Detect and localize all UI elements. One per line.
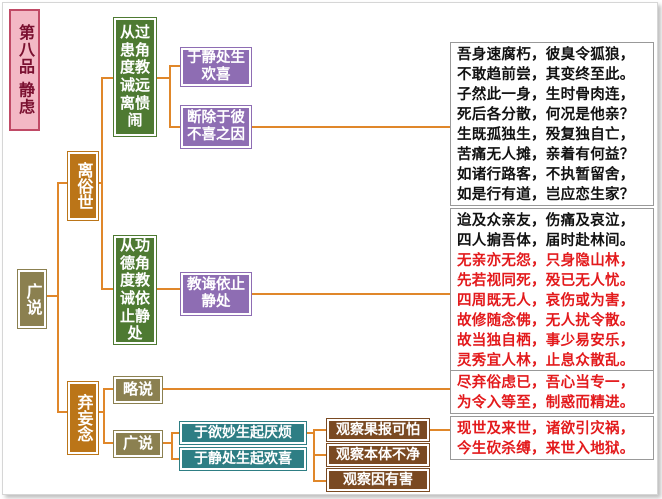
verse-line-highlight: 现世及来世，诸欲引灾祸， xyxy=(457,421,635,437)
verse-line: 迨及众亲友，伤痛及哀泣， xyxy=(457,213,635,229)
verse-line: 吾身速腐朽，彼臭令狐狼， xyxy=(457,47,635,63)
node-zhuanjiao-1: 从过患角度教诫远离愦闹 xyxy=(113,17,157,137)
node-lisu: 离俗世 xyxy=(67,151,99,221)
verse-line: 子然此一身，生时骨肉连， xyxy=(457,87,635,103)
node-duanchu: 断除于彼不喜之因 xyxy=(180,105,252,149)
verse-line: 生既孤独生，殁复独自亡， xyxy=(457,127,635,143)
verse-line: 死后各分散，何况是他亲？ xyxy=(457,107,635,123)
node-guoqing-2-label: 观察本体不净 xyxy=(336,446,420,463)
verse-line-highlight: 四周既无人，哀伤或为害， xyxy=(457,293,635,309)
node-guangshuo-2: 广说 xyxy=(113,430,163,458)
verse-line-highlight: 先若视同死，殁已无人忧。 xyxy=(457,273,635,289)
node-lisu-label: 离俗世 xyxy=(74,162,94,210)
verse-line: 如诸行路客，不执暂留舍， xyxy=(457,167,635,183)
node-jingchu-huanxi: 于静处生欢喜 xyxy=(180,47,252,87)
verse-line-highlight: 故当独自栖，事少易安乐， xyxy=(457,333,635,349)
verse-line: 不敢趋前尝，其变终至此。 xyxy=(457,67,635,83)
chapter-title: 第八品 静虑 xyxy=(9,9,40,131)
node-lueshuo: 略说 xyxy=(113,376,163,404)
verse-line-highlight: 故修随念佛，无人扰令散。 xyxy=(457,313,635,329)
node-jiaohui: 教诲依止静处 xyxy=(180,272,252,316)
verse-line-highlight: 今生砍杀缚，来世入地狱。 xyxy=(457,441,635,457)
verse-line: 如是行有道，岂应恋生家？ xyxy=(457,187,635,203)
node-guangshuo-2-label: 广说 xyxy=(122,434,153,453)
verse-line-highlight: 灵秀宜人林，止息众散乱。 xyxy=(457,353,635,369)
node-zhuanjiao-1-label: 从过患角度教诫远离愦闹 xyxy=(119,22,150,130)
node-guoqing-1: 观察果报可怕 xyxy=(326,418,430,442)
node-guangshuo-label: 广说 xyxy=(23,283,43,315)
node-qiwang: 弃妄念 xyxy=(67,381,99,455)
node-jingchu-huanxi-2-label: 于静处生起欢喜 xyxy=(194,450,292,467)
verse-block-4: 现世及来世，诸欲引灾祸， 今生砍杀缚，来世入地狱。 xyxy=(450,416,654,460)
verse-line-highlight: 无亲亦无怨，只身隐山林， xyxy=(457,253,635,269)
node-miaosheng: 于欲妙生起厌烦 xyxy=(179,421,307,445)
node-jingchu-huanxi-2: 于静处生起欢喜 xyxy=(179,447,307,471)
chapter-title-text: 第八品 静虑 xyxy=(15,24,35,116)
node-guoqing-3: 观察因有害 xyxy=(326,468,430,492)
node-qiwang-label: 弃妄念 xyxy=(74,394,94,442)
node-guoqing-3-label: 观察因有害 xyxy=(343,471,413,488)
node-guoqing-1-label: 观察果报可怕 xyxy=(336,421,420,438)
verse-line: 四人掮吾体，届时赴林间。 xyxy=(457,233,635,249)
node-zhuanjiao-2-label: 从功德角度教诫依止静处 xyxy=(119,235,150,343)
node-jingchu-huanxi-label: 于静处生欢喜 xyxy=(187,49,245,83)
verse-line-highlight: 尽弃俗虑已，吾心当专一， xyxy=(457,375,635,391)
node-zhuanjiao-2: 从功德角度教诫依止静处 xyxy=(113,235,157,345)
node-miaosheng-label: 于欲妙生起厌烦 xyxy=(194,424,292,441)
verse-line-highlight: 为令入等至，制惑而精进。 xyxy=(457,395,635,411)
node-duanchu-label: 断除于彼不喜之因 xyxy=(187,109,245,143)
verse-block-3: 尽弃俗虑已，吾心当专一， 为令入等至，制惑而精进。 xyxy=(450,370,654,414)
verse-block-1: 吾身速腐朽，彼臭令狐狼， 不敢趋前尝，其变终至此。 子然此一身，生时骨肉连， 死… xyxy=(450,42,654,206)
node-jiaohui-label: 教诲依止静处 xyxy=(187,276,245,310)
node-guoqing-2: 观察本体不净 xyxy=(326,443,430,467)
verse-block-2: 迨及众亲友，伤痛及哀泣， 四人掮吾体，届时赴林间。 无亲亦无怨，只身隐山林， 先… xyxy=(450,208,654,372)
node-guangshuo: 广说 xyxy=(17,269,47,329)
verse-line: 苦痛无人摊，亲着有何益？ xyxy=(457,147,635,163)
node-lueshuo-label: 略说 xyxy=(122,380,153,399)
